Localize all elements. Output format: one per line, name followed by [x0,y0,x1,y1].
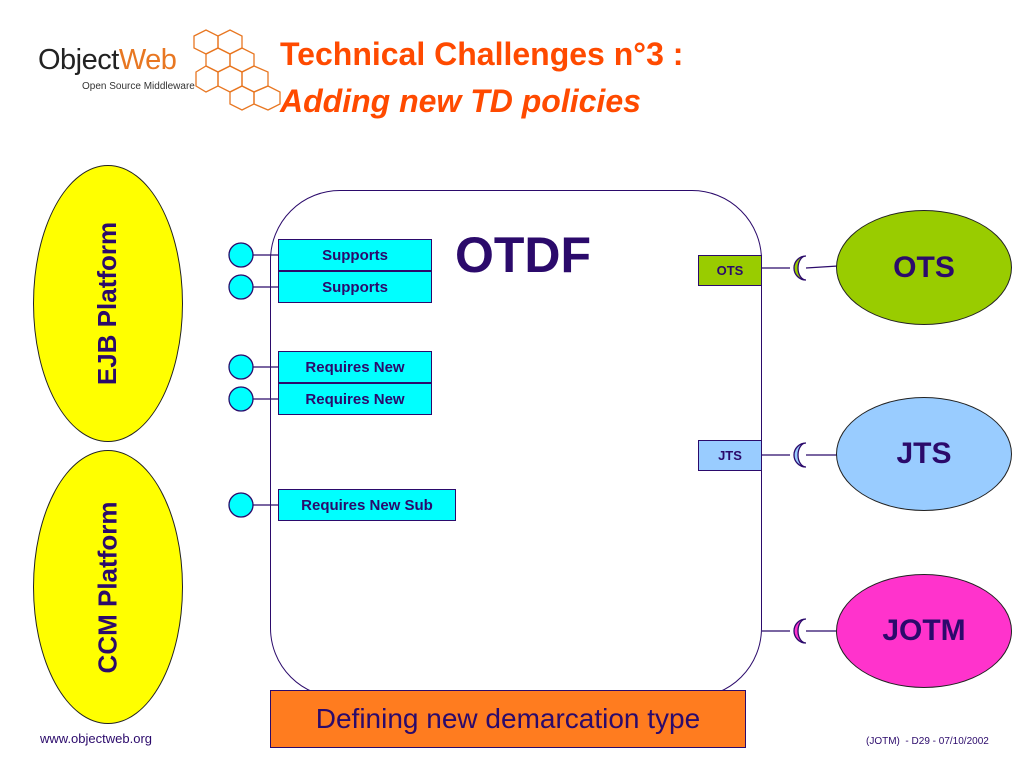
jotm-service: JOTM [836,574,1012,688]
logo-subtitle: Open Source Middleware [82,81,195,92]
ots-service-label: OTS [893,250,955,284]
policy-requires-new-1: Requires New [278,351,432,383]
footer-reference: (JOTM) - D29 - 07/10/2002 [866,736,989,747]
ejb-platform: EJB Platform [33,165,183,442]
slide-subtitle: Adding new TD policies [280,83,641,119]
jts-service: JTS [836,397,1012,511]
objectweb-logo [193,29,281,111]
jotm-socket [793,618,807,644]
ccm-platform: CCM Platform [33,450,183,724]
policy-requires-new-sub: Requires New Sub [278,489,456,521]
footer-url: www.objectweb.org [40,731,152,746]
jts-port: JTS [698,440,762,471]
otdf-title: OTDF [455,227,592,283]
logo-wordmark: ObjectWeb [38,44,177,76]
policy-interface-circle [228,386,254,412]
policy-supports-2: Supports [278,271,432,303]
slide-title: Technical Challenges n°3 : [280,36,684,72]
policy-supports-1: Supports [278,239,432,271]
policy-requires-new-2: Requires New [278,383,432,415]
policy-interface-circle [228,492,254,518]
policy-interface-circle [228,274,254,300]
policy-interface-circle [228,242,254,268]
policy-interface-circle [228,354,254,380]
caption-box: Defining new demarcation type [270,690,746,748]
ots-service: OTS [836,210,1012,325]
jts-service-label: JTS [896,437,952,470]
jotm-service-label: JOTM [882,614,966,647]
ots-socket [793,255,807,281]
ots-service-link [805,265,839,269]
jts-socket [793,442,807,468]
ots-port: OTS [698,255,762,286]
